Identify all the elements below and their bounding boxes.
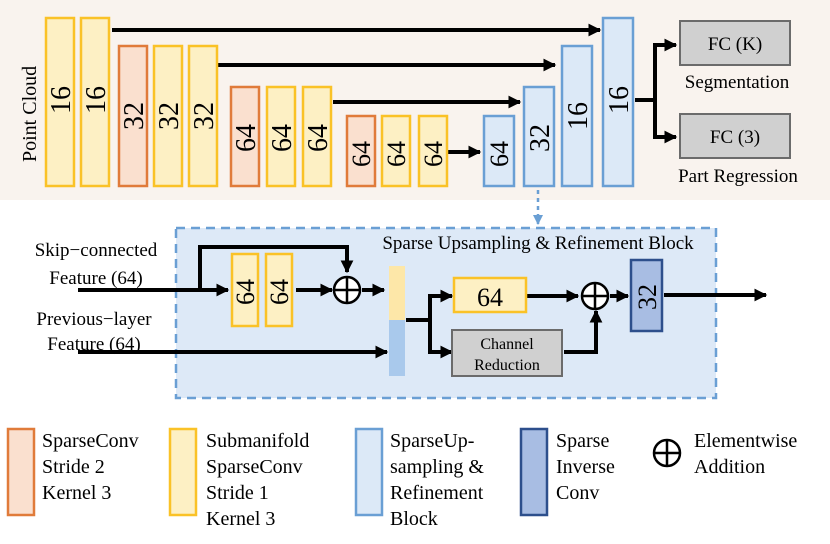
legend-upsample-2: sampling & bbox=[390, 456, 484, 478]
dec-block-64-label: 64 bbox=[485, 141, 514, 167]
refine-arrows bbox=[78, 245, 768, 359]
block-64-b bbox=[265, 85, 297, 188]
refine-block-64-b bbox=[264, 252, 294, 328]
dec-block-16-b bbox=[601, 16, 635, 188]
concat-bar bbox=[389, 266, 405, 376]
legend-submanifold-1: Submanifold bbox=[206, 430, 309, 452]
legend-inverse-1: Sparse bbox=[556, 430, 609, 452]
refine-block-64-a-label: 64 bbox=[231, 279, 260, 305]
inverse-conv-label: 32 bbox=[633, 284, 662, 310]
block-64-f-label: 64 bbox=[419, 141, 448, 167]
legend-upsample-3: Refinement bbox=[390, 482, 484, 504]
dec-block-64 bbox=[482, 114, 516, 188]
block-64-c bbox=[301, 85, 333, 188]
legend-inverse-swatch bbox=[519, 427, 549, 517]
block-16-b-label: 16 bbox=[81, 86, 112, 114]
dec-block-16-a-label: 16 bbox=[563, 102, 594, 130]
legend-sparseconv-3: Kernel 3 bbox=[42, 482, 111, 504]
refine-block-64-mid-label: 64 bbox=[477, 283, 503, 312]
add-circle-2 bbox=[580, 281, 610, 311]
refine-title: Sparse Upsampling & Refinement Block bbox=[382, 233, 694, 254]
dec-block-32-label: 32 bbox=[525, 124, 556, 152]
refine-block-64-a bbox=[230, 252, 260, 328]
encoder-stage-1: 16 16 bbox=[44, 16, 112, 188]
segmentation-label: Segmentation bbox=[685, 72, 790, 93]
fc-k-label: FC (K) bbox=[708, 34, 762, 55]
block-64-e-label: 64 bbox=[382, 141, 411, 167]
legend-upsample-1: SparseUp- bbox=[390, 430, 474, 452]
block-32-c-label: 32 bbox=[189, 102, 220, 130]
channel-label-1: Channel bbox=[480, 336, 534, 353]
block-64-c-label: 64 bbox=[303, 124, 334, 152]
refine-block-64-mid bbox=[452, 276, 528, 314]
prev-label-1: Previous−layer bbox=[36, 309, 152, 330]
block-64-a bbox=[229, 85, 261, 188]
block-32-a-label: 32 bbox=[119, 102, 150, 130]
legend-upsample-swatch bbox=[354, 427, 384, 517]
block-64-e bbox=[380, 114, 412, 188]
dec-block-32 bbox=[522, 85, 556, 188]
skip-connections bbox=[112, 23, 678, 159]
legend-submanifold-2: SparseConv bbox=[206, 456, 303, 478]
legend-addition-1: Elementwise bbox=[694, 430, 797, 452]
legend-submanifold-4: Kernel 3 bbox=[206, 508, 275, 530]
block-16-a-label: 16 bbox=[46, 86, 77, 114]
encoder-stage-3: 64 64 64 bbox=[229, 85, 334, 188]
part-regression-label: Part Regression bbox=[678, 166, 798, 187]
channel-label-2: Reduction bbox=[474, 357, 540, 374]
legend-inverse-3: Conv bbox=[556, 482, 599, 504]
skip-label-1: Skip−connected bbox=[35, 240, 158, 261]
block-64-f bbox=[417, 114, 449, 188]
block-32-b-label: 32 bbox=[154, 102, 185, 130]
encoder-stage-2: 32 32 32 bbox=[117, 44, 220, 188]
decoder: 64 32 16 16 bbox=[482, 16, 635, 188]
legend-upsample-4: Block bbox=[390, 508, 438, 530]
channel-reduction-box bbox=[451, 329, 563, 377]
dec-block-16-b-label: 16 bbox=[604, 86, 635, 114]
block-32-c bbox=[187, 44, 219, 188]
legend-addition-2: Addition bbox=[694, 456, 765, 478]
point-cloud-label: Point Cloud bbox=[19, 66, 41, 162]
prev-label-2: Feature (64) bbox=[47, 334, 140, 355]
legend-sparseconv-1: SparseConv bbox=[42, 430, 139, 452]
legend-submanifold-3: Stride 1 bbox=[206, 482, 269, 504]
fc-k-box bbox=[679, 20, 791, 66]
dec-block-16-a bbox=[560, 44, 594, 188]
encoder-stage-4: 64 64 64 bbox=[345, 114, 449, 188]
legend: SparseConv Stride 2 Kernel 3 Submanifold… bbox=[6, 427, 797, 530]
block-16-b bbox=[79, 16, 111, 188]
legend-addition-icon bbox=[652, 438, 682, 468]
block-64-a-label: 64 bbox=[231, 124, 262, 152]
block-64-b-label: 64 bbox=[267, 124, 298, 152]
block-32-b bbox=[152, 44, 184, 188]
fc-3-label: FC (3) bbox=[710, 127, 760, 148]
refine-block-64-b-label: 64 bbox=[265, 279, 294, 305]
block-64-d bbox=[345, 114, 377, 188]
block-16-a bbox=[44, 16, 76, 188]
add-circle-1 bbox=[332, 275, 362, 305]
legend-sparseconv-2: Stride 2 bbox=[42, 456, 105, 478]
inverse-conv-block bbox=[629, 258, 664, 333]
legend-inverse-2: Inverse bbox=[556, 456, 615, 478]
legend-submanifold-swatch bbox=[168, 427, 198, 517]
block-32-a bbox=[117, 44, 149, 188]
legend-sparseconv-swatch bbox=[6, 427, 36, 517]
skip-label-2: Feature (64) bbox=[49, 268, 142, 289]
heads: FC (K) Segmentation FC (3) Part Regressi… bbox=[678, 20, 798, 187]
block-64-d-label: 64 bbox=[347, 141, 376, 167]
fc-3-box bbox=[679, 113, 791, 159]
